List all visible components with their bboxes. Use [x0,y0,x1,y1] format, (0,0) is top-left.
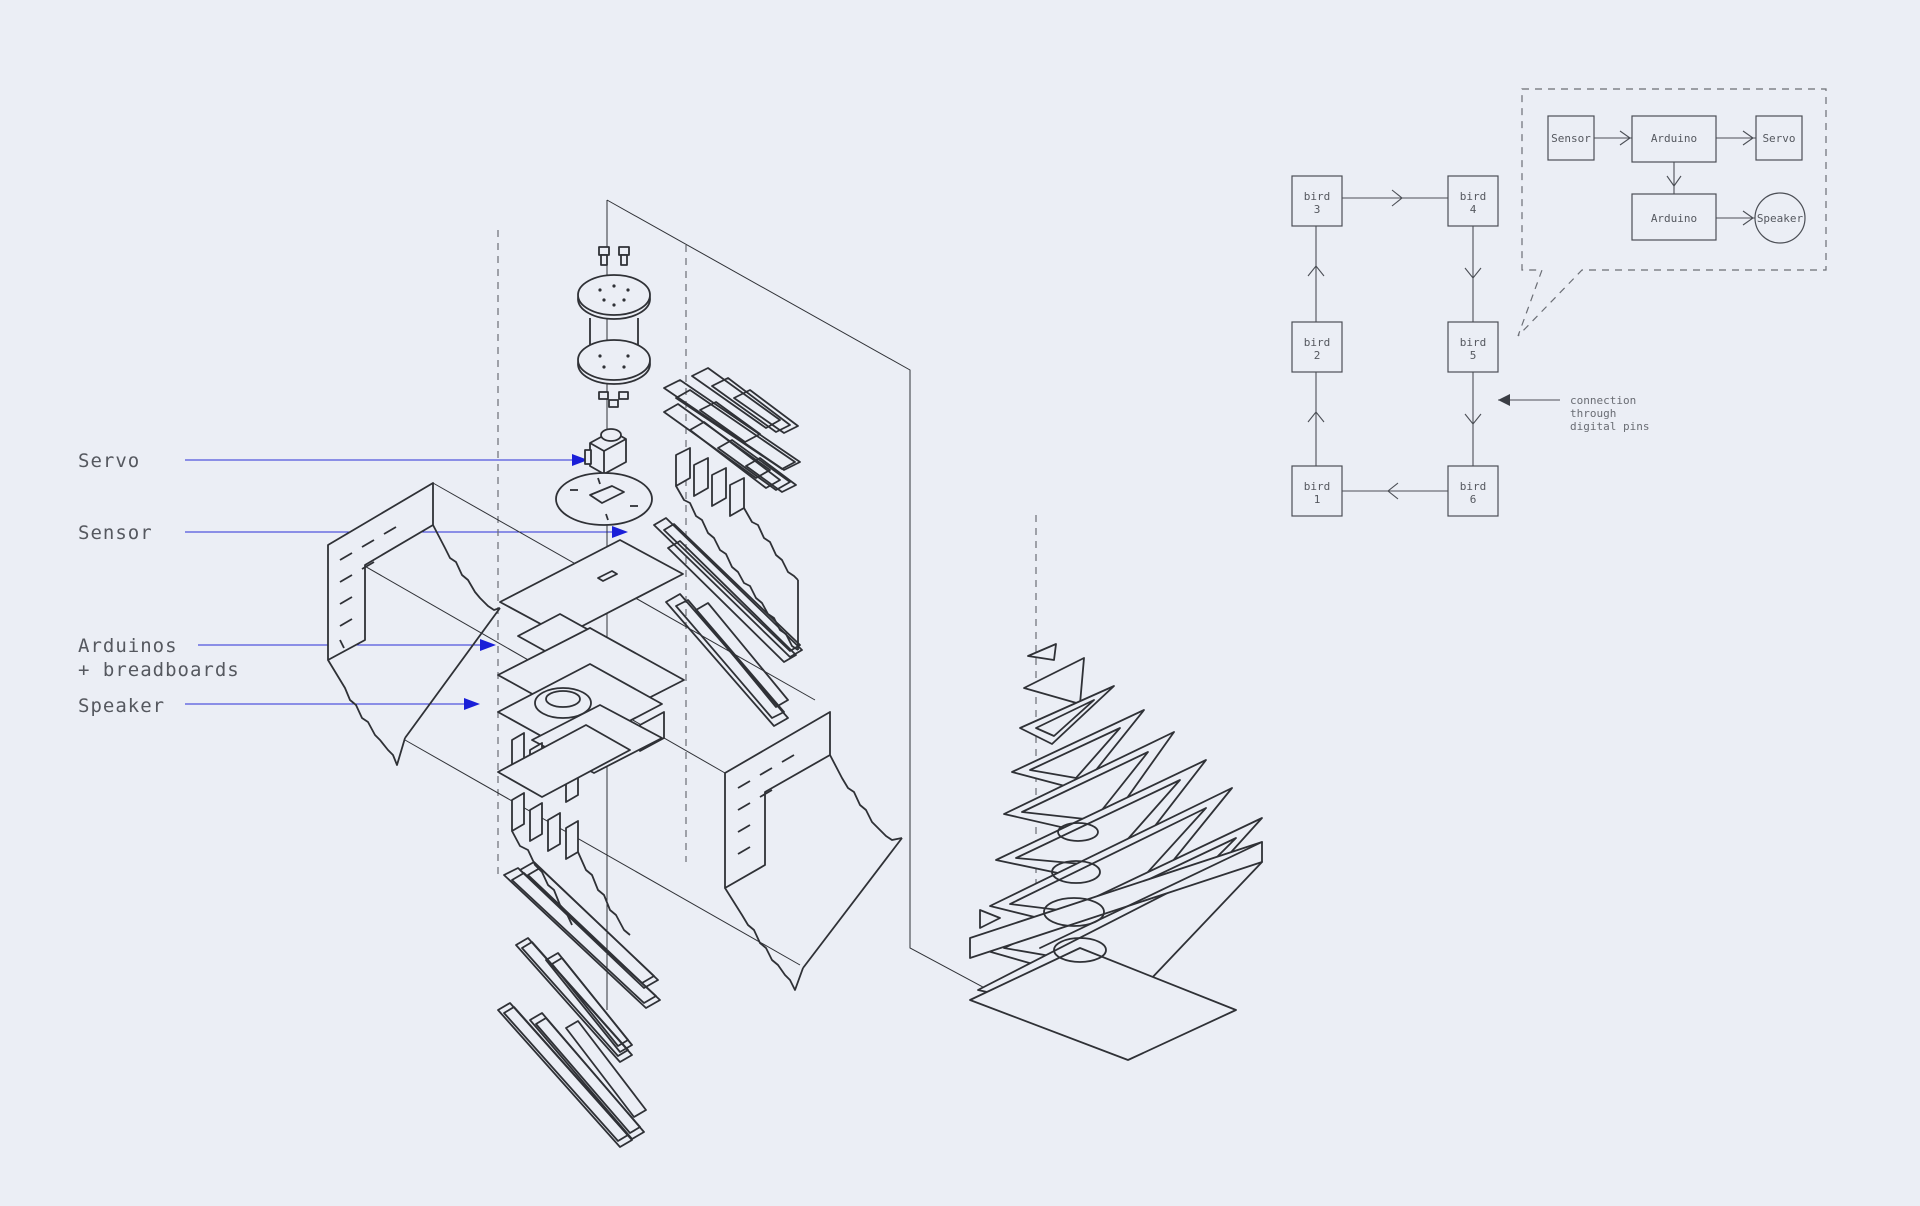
round-plate-lower [577,339,651,385]
connection-note-line1: connection [1570,394,1636,407]
bird-node-4: bird 4 [1447,175,1499,227]
right-side-frame [724,711,903,991]
bird-node-1-number: 1 [1314,493,1321,506]
connection-note-line2: through [1570,407,1616,420]
top-deck-plate [499,539,684,637]
callout-speaker: Speaker [78,695,480,717]
triangular-wing-stack [969,643,1263,1061]
callout-speaker-label: Speaker [78,695,165,717]
bottom-slat-group-3 [497,1002,647,1148]
upper-rib-cluster [663,367,801,493]
connection-note-line3: digital pins [1570,420,1649,433]
lower-fin-stack [511,792,631,936]
detail-servo-node: Servo [1755,115,1803,161]
detail-arduino-top-node: Arduino [1631,115,1717,163]
callout-servo: Servo [78,450,588,472]
middle-rib-cluster [675,447,799,651]
detail-speaker-label: Speaker [1757,212,1804,225]
round-plate-top [577,274,651,320]
connector-line-3 [404,739,801,966]
detail-servo-label: Servo [1762,132,1795,145]
bird-node-1-label: bird [1304,480,1331,493]
bird-node-4-label: bird [1460,190,1487,203]
right-frame-slots [737,754,795,855]
bird-node-5-number: 5 [1470,349,1477,362]
bird-node-5-label: bird [1460,336,1487,349]
callout-sensor-arrowhead [612,526,628,538]
bird-node-3-label: bird [1304,190,1331,203]
bird-node-6: bird 6 [1447,465,1499,517]
sensor-plate [555,472,653,526]
bird-node-5: bird 5 [1447,321,1499,373]
diagonal-slat-cluster [653,517,803,727]
detail-sensor-label: Sensor [1551,132,1591,145]
note-arrowhead [1498,394,1510,406]
bird-network-diagram: connection through digital pins bird 3 b… [1291,88,1827,517]
callout-arduinos-label-line2: + breadboards [78,659,240,681]
callout-sensor-label: Sensor [78,522,153,544]
callout-arduinos: Arduinos + breadboards [78,635,496,681]
exploded-assembly [327,199,1263,1148]
speaker-deck-plate [497,663,663,753]
callout-arduinos-label-line1: Arduinos [78,635,178,657]
outline-plane [606,199,1036,1016]
top-bolts [598,246,630,266]
bird-node-1: bird 1 [1291,465,1343,517]
bird-node-3-number: 3 [1314,203,1321,216]
bottom-slat-group-1 [503,861,661,1009]
bottom-deck-plate [497,724,631,798]
detail-speaker-node: Speaker [1754,192,1806,244]
callout-servo-label: Servo [78,450,140,472]
detail-arduino-top-label: Arduino [1651,132,1697,145]
callout-servo-arrowhead [572,454,588,466]
detail-arduino-bottom-label: Arduino [1651,212,1697,225]
bottom-slat-group-2 [515,937,633,1063]
left-side-frame [327,482,501,766]
bird-node-3: bird 3 [1291,175,1343,227]
mid-bolts [598,391,629,408]
callout-speaker-arrowhead [464,698,480,710]
detail-arduino-bottom-node: Arduino [1631,193,1717,241]
bird-node-2-number: 2 [1314,349,1321,362]
bird-node-6-label: bird [1460,480,1487,493]
servo-motor [584,428,627,475]
left-frame-slots [339,526,397,649]
bird-node-6-number: 6 [1470,493,1477,506]
bird-node-4-number: 4 [1470,203,1477,216]
callout-arduinos-arrowhead [480,639,496,651]
bird-node-2: bird 2 [1291,321,1343,373]
bird-node-2-label: bird [1304,336,1331,349]
detail-sensor-node: Sensor [1547,115,1595,161]
